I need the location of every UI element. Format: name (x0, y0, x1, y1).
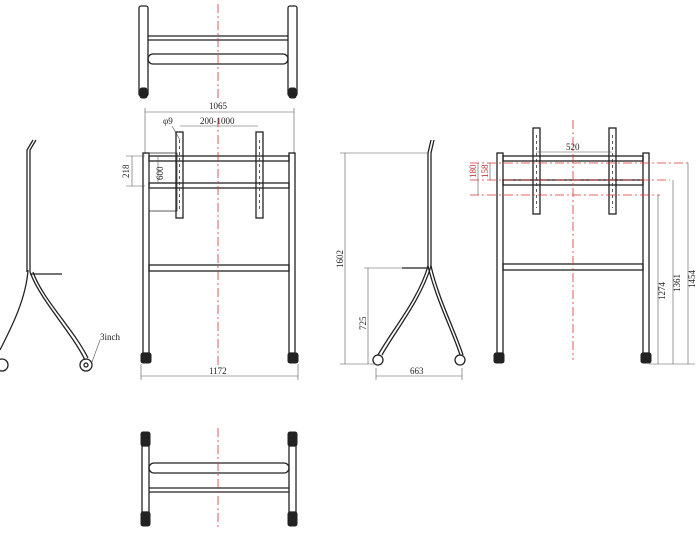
caster-left (139, 87, 148, 99)
caster-right (640, 352, 652, 364)
top-view-upper (138, 4, 298, 100)
label-total-height: 1602 (335, 250, 345, 268)
label-vesa-height: 600 (155, 166, 165, 180)
left-rail (138, 5, 149, 97)
label-base-depth: 663 (410, 366, 424, 376)
side-upright (29, 139, 37, 272)
caster-br (287, 511, 298, 527)
shelf-rail (148, 462, 290, 474)
label-bracket-height: 218 (121, 164, 131, 178)
front-view: 1065 200-1000 φ9 218 600 (121, 101, 299, 380)
shelf (148, 264, 290, 272)
caster-bl (140, 511, 151, 527)
caster-wheel (454, 354, 466, 366)
label-shelf-height: 725 (358, 316, 368, 330)
mount-arm-right (255, 131, 264, 219)
caster-wheel (79, 358, 93, 372)
side-view-left: 3inch (0, 139, 120, 372)
bracket-side (148, 152, 178, 212)
caster-front-right (287, 352, 299, 364)
label-vesa-range: 200-1000 (200, 116, 235, 126)
back-view: 520 180 158 1274 1361 1454 (468, 120, 697, 365)
caster-right (288, 87, 297, 99)
caster-left (493, 352, 505, 364)
caster-hub (83, 362, 89, 368)
caster-tl (140, 431, 151, 447)
caster-wheel (372, 354, 384, 366)
label-bracket-spacing: 520 (566, 142, 580, 152)
caster-tr (287, 431, 298, 447)
label-height-c: 1454 (687, 270, 697, 289)
right-rail (288, 445, 297, 513)
left-upright (142, 152, 150, 354)
label-height-b: 1361 (672, 274, 682, 292)
side-leg-front (0, 269, 29, 351)
right-upright (288, 152, 296, 354)
side-leg-back (29, 271, 86, 361)
caster-front-left (140, 352, 152, 364)
mount-arm-left (532, 127, 541, 215)
leader-line (91, 339, 101, 363)
mount-arm-right (608, 127, 617, 215)
leg-front (377, 265, 429, 356)
label-overall-width: 1065 (209, 101, 228, 111)
label-height-a: 1274 (657, 282, 667, 301)
side-upright-inner (430, 139, 435, 268)
right-upright (642, 152, 650, 354)
lower-bracket (148, 182, 290, 189)
side-leg-back-inner (32, 271, 89, 359)
top-view-lower (140, 428, 298, 530)
label-offset-b: 158 (480, 164, 490, 178)
leg-back-inner (430, 265, 464, 356)
leg-back (427, 265, 461, 356)
caster-wheel-left (0, 358, 9, 372)
top-bracket (148, 155, 290, 162)
leg-front-inner (381, 265, 432, 356)
mount-arm-left (175, 131, 184, 219)
label-caster: 3inch (100, 332, 120, 342)
side-upright-inner (26, 139, 34, 272)
side-view-middle: 1602 725 663 (335, 139, 466, 380)
left-upright (496, 152, 504, 354)
label-hole-dia: φ9 (163, 116, 173, 126)
label-base-width: 1172 (209, 366, 227, 376)
right-rail (287, 5, 298, 97)
left-rail (141, 445, 150, 513)
label-offset-a: 180 (468, 164, 478, 178)
